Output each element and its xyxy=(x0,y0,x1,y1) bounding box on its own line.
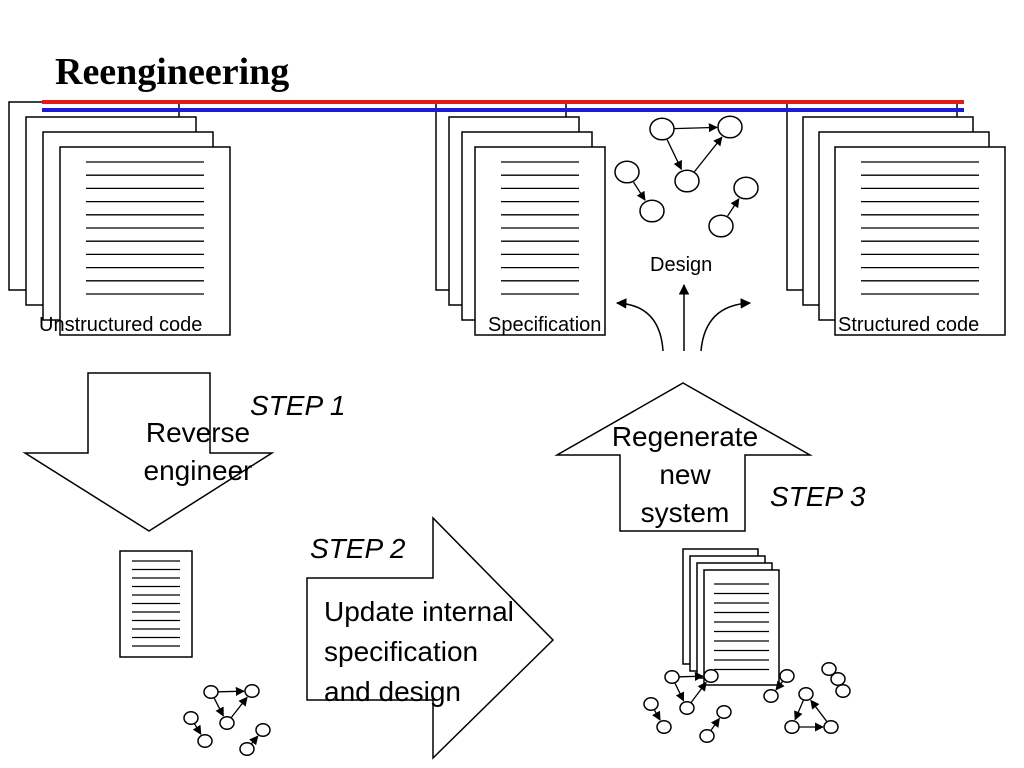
reverse-engineer-arrow xyxy=(22,372,275,532)
regen-line3: system xyxy=(640,497,730,528)
regenerated-graph-left xyxy=(643,668,732,744)
design-graph xyxy=(614,115,759,238)
page-title: Reengineering xyxy=(55,51,290,93)
structured-code-label: Structured code xyxy=(838,314,980,336)
unstructured-stack-page-4 xyxy=(59,146,231,336)
design-arrow-left xyxy=(615,298,664,352)
regenerated-graph-right xyxy=(763,661,851,735)
regenerate-text: Regenerate new system xyxy=(595,418,775,532)
step2-label: STEP 2 xyxy=(310,533,406,564)
reverse-line1: Reverse xyxy=(145,417,251,448)
title-rule-blue xyxy=(42,108,964,112)
step1-label: STEP 1 xyxy=(250,390,346,421)
regenerated-stack-page-4 xyxy=(703,569,780,686)
reverse-engineer-text: Reverse engineer xyxy=(118,414,278,490)
update-line2: specification xyxy=(324,636,479,667)
specification-stack-page-4 xyxy=(474,146,606,336)
update-line3: and design xyxy=(324,676,462,707)
regen-line1: Regenerate xyxy=(611,421,759,452)
regen-line2: new xyxy=(659,459,711,490)
design-label: Design xyxy=(650,254,713,276)
specification-label: Specification xyxy=(488,314,602,336)
reverse-output-graph xyxy=(183,683,271,757)
update-line1: Update internal xyxy=(324,596,514,627)
structured-stack-page-4 xyxy=(834,146,1006,336)
update-design-arrow xyxy=(306,516,555,760)
unstructured-code-label: Unstructured code xyxy=(39,314,203,336)
title-rule-red xyxy=(42,100,964,104)
update-text: Update internal specification and design xyxy=(324,592,514,712)
design-arrow-right xyxy=(700,298,752,352)
step3-label: STEP 3 xyxy=(770,481,866,512)
reverse-output-page xyxy=(119,550,193,658)
regenerate-arrow xyxy=(554,382,813,532)
reverse-line2: engineer xyxy=(143,455,253,486)
